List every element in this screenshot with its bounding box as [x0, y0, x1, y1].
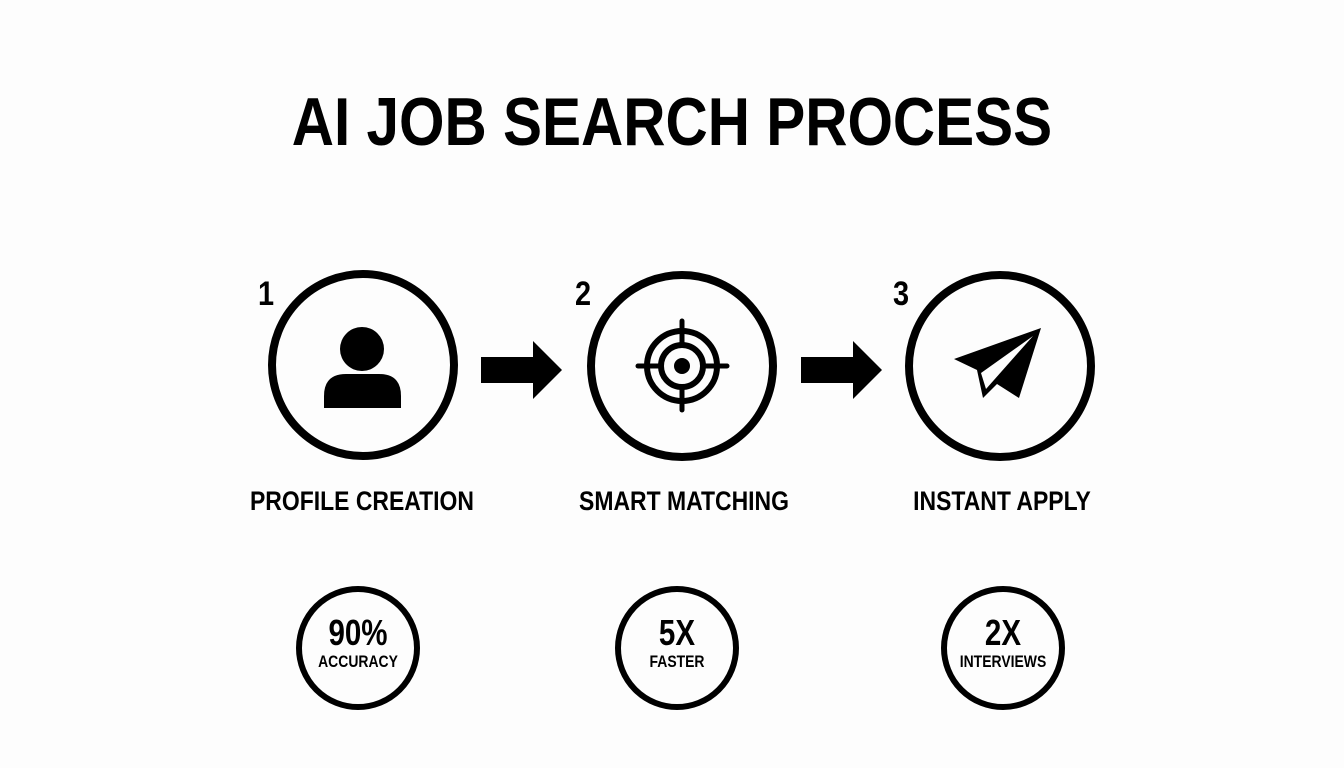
arrow-right-icon — [801, 341, 882, 399]
step-3-label: INSTANT APPLY — [913, 486, 1091, 516]
stat-value: 90% — [328, 612, 388, 653]
paper-plane-icon — [954, 328, 1041, 398]
step-1-circle — [268, 270, 458, 460]
step-2-number: 2 — [575, 275, 592, 313]
diagram-title: AI JOB SEARCH PROCESS — [291, 84, 1053, 160]
step-3-circle — [905, 271, 1095, 461]
stat-2-circle — [615, 586, 739, 710]
stat-faster: 5X FASTER — [615, 614, 739, 672]
stat-label: INTERVIEWS — [959, 652, 1047, 671]
person-icon — [324, 327, 401, 408]
stat-interviews: 2X INTERVIEWS — [941, 614, 1065, 672]
step-2-circle — [587, 271, 777, 461]
target-icon — [635, 318, 730, 413]
arrow-right-icon — [481, 341, 562, 399]
stat-3-circle — [941, 586, 1065, 710]
step-1-label: PROFILE CREATION — [249, 486, 474, 516]
stat-1-circle — [296, 586, 420, 710]
step-1-number: 1 — [258, 275, 275, 313]
step-2-label: SMART MATCHING — [579, 486, 789, 516]
stat-label: FASTER — [649, 652, 705, 671]
stat-accuracy: 90% ACCURACY — [296, 614, 420, 672]
step-3-number: 3 — [893, 275, 910, 313]
stat-label: ACCURACY — [318, 652, 398, 671]
stat-value: 5X — [658, 612, 696, 653]
stat-value: 2X — [984, 612, 1022, 653]
